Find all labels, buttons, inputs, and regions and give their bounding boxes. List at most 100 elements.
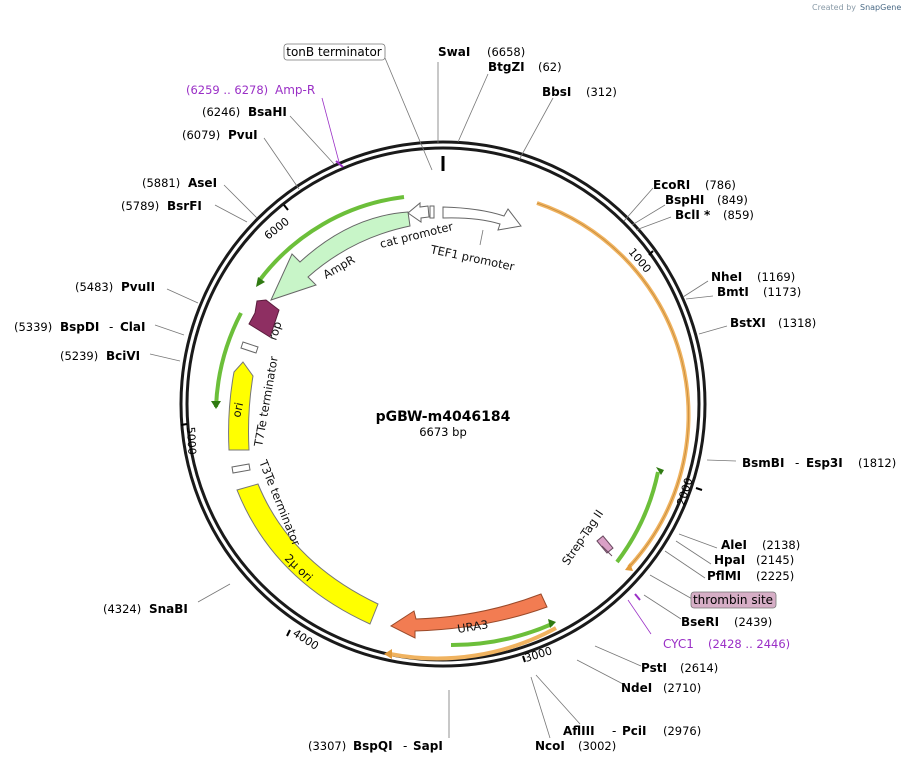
site-bspdi-pos: (5339)	[14, 320, 52, 334]
green-feature-arrowhead-bottom	[548, 619, 556, 628]
rop-label: rop	[266, 320, 285, 342]
site-alei-name: AleI	[721, 538, 747, 552]
tick-label-4000: 4000	[290, 627, 321, 653]
tonb-terminator-mark	[429, 205, 435, 219]
leader-asei	[223, 184, 258, 219]
site-ecori-pos: (786)	[705, 178, 736, 192]
orange-feature-arrowhead-right	[625, 563, 633, 571]
site-ndei-pos: (2710)	[663, 681, 701, 695]
site-sapi-name: SapI	[413, 739, 443, 753]
leader-psti	[594, 645, 642, 667]
leader-bmti	[685, 295, 714, 300]
cyc1-primer-range: (2428 .. 2446)	[708, 637, 790, 651]
leader-bsrfi	[214, 204, 248, 223]
tick-label-3000: 3000	[523, 644, 554, 665]
site-ecori-name: EcoRI	[653, 178, 690, 192]
leader-bseri	[643, 594, 682, 620]
site-nhei-name: NheI	[711, 270, 742, 284]
leader-alei	[678, 533, 718, 549]
leader-pflmi	[664, 550, 706, 579]
site-bseri-name: BseRI	[681, 615, 719, 629]
orange-feature-arc-right-outline	[536, 202, 689, 568]
ori-arrow	[228, 361, 254, 451]
orange-feature-arc-bottom	[389, 626, 557, 661]
ura3-arrow	[389, 593, 548, 639]
tick-label-5000: 5000	[184, 426, 198, 455]
leader-bspdi	[154, 324, 185, 336]
ampr-arrow	[270, 211, 411, 301]
backbone-outer-ring	[179, 140, 707, 668]
site-pvui-name: PvuI	[228, 128, 258, 142]
tick-label-1000: 1000	[626, 246, 654, 276]
strep-tag-mark-line	[601, 545, 613, 557]
leader-bcli	[635, 216, 672, 231]
site-ncoi-name: NcoI	[535, 739, 565, 753]
green-feature-arrowhead-left	[211, 401, 221, 409]
green-feature-arc-right	[615, 471, 660, 564]
site-pvuii-name: PvuII	[121, 280, 155, 294]
site-bspqi-pos: (3307)	[308, 739, 346, 753]
leader-bcivi	[149, 353, 181, 362]
site-afliii-pos: (2976)	[663, 724, 701, 738]
plasmid-length: 6673 bp	[419, 425, 467, 439]
site-bbsi-pos: (312)	[586, 85, 617, 99]
thrombin-site-box	[690, 591, 777, 609]
site-bsahi-pos: (6246)	[202, 105, 240, 119]
amp-r-primer-range: (6259 .. 6278)	[186, 83, 268, 97]
site-clai-name: ClaI	[120, 320, 145, 334]
tick-mark-2000	[695, 487, 703, 491]
t7te-terminator-label: T7Te terminator	[251, 355, 281, 449]
green-feature-arc-left	[214, 312, 243, 408]
site-psti-name: PstI	[641, 661, 667, 675]
site-btgzi-name: BtgZI	[488, 60, 525, 74]
site-snabi-pos: (4324)	[103, 602, 141, 616]
orange-feature-arrowhead-bottom	[384, 649, 392, 659]
leader-hpai	[675, 540, 712, 565]
site-swai-pos: (6658)	[487, 45, 525, 59]
site-bbsi-name: BbsI	[542, 85, 571, 99]
leader-bsphi	[631, 204, 666, 226]
leader-afliii	[535, 674, 581, 725]
site-afliii-name: AflIII	[563, 724, 595, 738]
snapgene-logo-text: SnapGene	[860, 3, 901, 12]
tick-mark-1000	[648, 250, 654, 256]
site-psti-pos: (2614)	[680, 661, 718, 675]
leader-thrombin	[649, 574, 695, 601]
ori-label: ori	[229, 401, 246, 419]
site-asei-pos: (5881)	[142, 176, 180, 190]
leader-tef1	[479, 229, 484, 246]
leader-ecori	[623, 187, 654, 222]
orange-feature-arc-right	[536, 201, 691, 569]
strep-tag-mark	[596, 535, 614, 554]
tonb-terminator-box	[283, 43, 386, 61]
leader-ncoi	[530, 676, 551, 739]
site-pflmi-pos: (2225)	[756, 569, 794, 583]
leader-nhei	[682, 280, 709, 298]
leader-ndei	[576, 659, 624, 685]
leader-bsahi	[289, 115, 335, 165]
leader-snabi	[197, 583, 231, 603]
leader-amp-r	[321, 97, 340, 163]
site-bsphi-pos: (849)	[717, 193, 748, 207]
site-bmti-name: BmtI	[717, 285, 749, 299]
site-swai-name: SwaI	[438, 45, 470, 59]
ura3-label: URA3	[456, 617, 489, 636]
tef1-promoter-label: TEF1 promoter	[428, 242, 516, 274]
plasmid-name: pGBW-m4046184	[376, 409, 511, 425]
site-bsrfi-name: BsrFI	[167, 199, 202, 213]
site-bstxi-name: BstXI	[730, 316, 766, 330]
site-bsphi-name: BspHI	[665, 193, 704, 207]
site-bsmbi-name: BsmBI	[742, 456, 784, 470]
cat-promoter-arrow	[407, 201, 430, 223]
leader-cyc1	[627, 599, 652, 635]
site-bcli-name: BclI *	[675, 208, 711, 222]
thrombin-site-label: thrombin site	[693, 593, 773, 607]
site-ncoi-pos: (3002)	[578, 739, 616, 753]
site-bcli-pos: (859)	[723, 208, 754, 222]
site-bspdi-sep: -	[109, 320, 113, 334]
site-btgzi-pos: (62)	[538, 60, 562, 74]
amp-r-primer-mark	[335, 160, 344, 168]
site-esp3i-name: Esp3I	[806, 456, 843, 470]
site-alei-pos: (2138)	[762, 538, 800, 552]
